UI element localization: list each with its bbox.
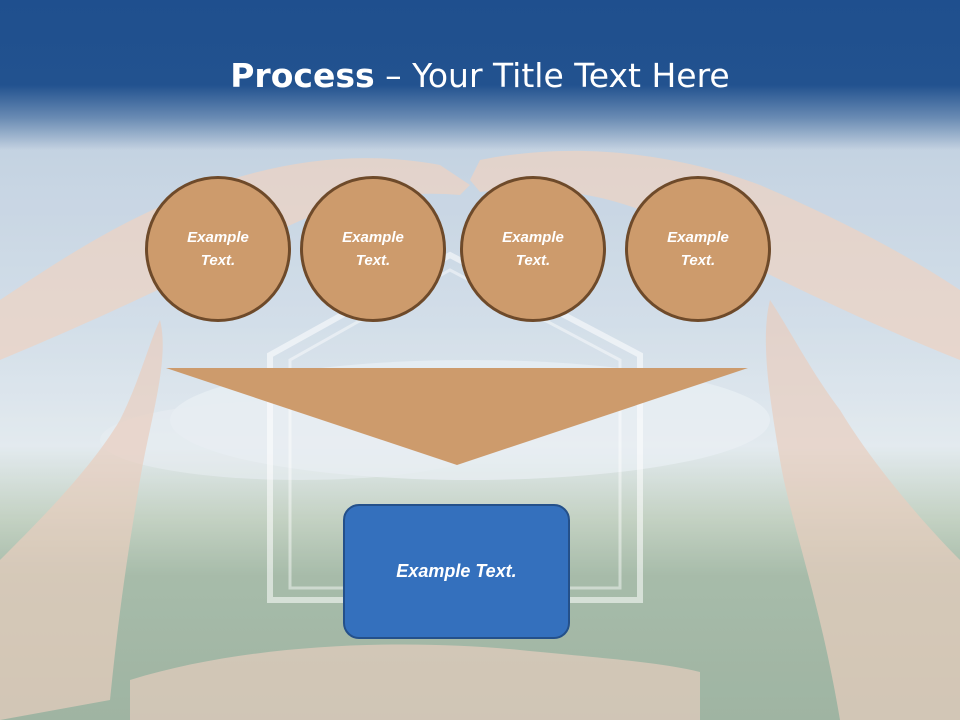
slide-title-bold: Process <box>230 56 375 95</box>
slide-title: Process – Your Title Text Here <box>0 52 960 100</box>
process-step-circle-1: Example Text. <box>145 176 291 322</box>
process-step-label: Example Text. <box>187 229 249 269</box>
process-step-label: Example Text. <box>342 229 404 269</box>
slide-title-rest: – Your Title Text Here <box>374 56 730 95</box>
process-step-label: Example Text. <box>502 229 564 269</box>
process-step-circle-2: Example Text. <box>300 176 446 322</box>
title-bar: Process – Your Title Text Here <box>0 0 960 150</box>
funnel-arrow <box>166 368 748 465</box>
process-step-label: Example Text. <box>667 229 729 269</box>
result-label: Example Text. <box>396 561 517 581</box>
process-step-circle-3: Example Text. <box>460 176 606 322</box>
process-step-circle-4: Example Text. <box>625 176 771 322</box>
result-box: Example Text. <box>343 504 570 639</box>
